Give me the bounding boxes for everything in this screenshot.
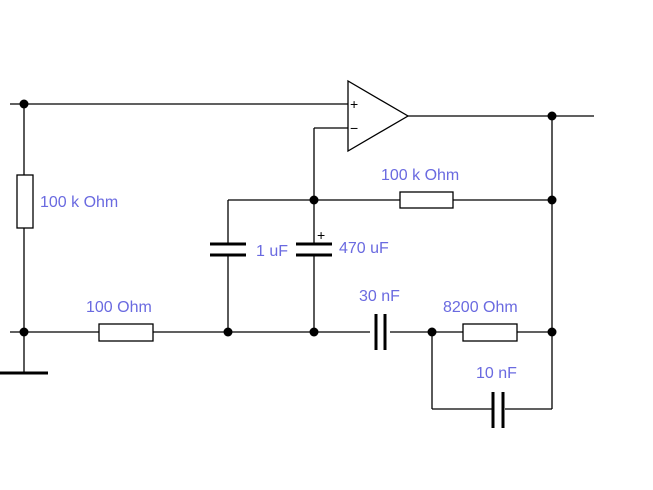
polarity-plus-sign: +	[317, 227, 325, 243]
capacitor-1uf	[210, 242, 246, 257]
wires	[10, 103, 594, 410]
resistor-ground	[98, 323, 154, 342]
label-c-470uf: 470 uF	[339, 240, 389, 257]
junctions	[19, 99, 557, 337]
label-r-ground: 100 Ohm	[86, 299, 152, 316]
capacitor-30nf	[374, 314, 387, 350]
junction-dot	[309, 195, 319, 205]
label-r-8200: 8200 Ohm	[443, 299, 518, 316]
resistor-feedback	[399, 191, 454, 209]
junction-dot	[427, 327, 437, 337]
opamp-minus-sign: −	[350, 120, 358, 136]
label-c-10nf: 10 nF	[476, 365, 517, 382]
label-c-30nf: 30 nF	[359, 288, 400, 305]
resistor-vertical	[16, 174, 34, 229]
junction-dot	[547, 111, 557, 121]
junction-dot	[309, 327, 319, 337]
label-r-vertical: 100 k Ohm	[40, 194, 118, 211]
junction-dot	[19, 327, 29, 337]
label-c-1uf: 1 uF	[256, 243, 288, 260]
junction-dot	[223, 327, 233, 337]
label-r-feedback: 100 k Ohm	[381, 167, 459, 184]
junction-dot	[19, 99, 29, 109]
junction-dot	[547, 327, 557, 337]
opamp-plus-sign: +	[350, 96, 358, 112]
resistor-8200	[462, 323, 518, 342]
opamp: + −	[347, 79, 410, 153]
capacitor-10nf	[491, 392, 505, 428]
junction-dot	[547, 195, 557, 205]
capacitor-470uf: +	[296, 227, 332, 257]
